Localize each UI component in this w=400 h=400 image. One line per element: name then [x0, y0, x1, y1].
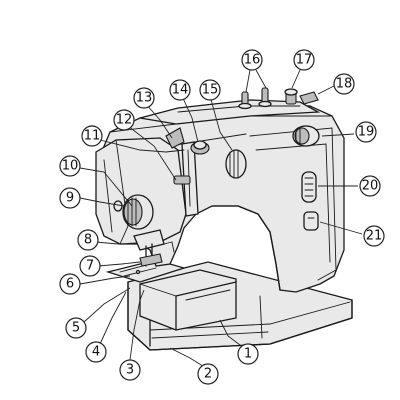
- callout-9: 9: [59, 187, 81, 209]
- callout-14: 14: [169, 79, 191, 101]
- callout-7: 7: [79, 255, 101, 277]
- callout-14-label: 14: [172, 83, 189, 98]
- thread-take-up: [165, 141, 199, 217]
- callout-5: 5: [65, 317, 87, 339]
- face-plate: [95, 137, 187, 245]
- top-tension-knob: [190, 140, 210, 155]
- callout-3-label: 3: [126, 363, 134, 378]
- callout-2: 2: [197, 363, 219, 385]
- callout-21: 21: [363, 225, 385, 247]
- callout-20: 20: [359, 175, 381, 197]
- callout-18: 18: [333, 73, 355, 95]
- needle-assembly: [133, 229, 175, 267]
- callout-16-label: 16: [244, 53, 261, 68]
- callout-11-label: 11: [84, 129, 101, 144]
- callout-6: 6: [59, 273, 81, 295]
- reverse-lever: [303, 211, 319, 231]
- callout-5-label: 5: [72, 321, 80, 336]
- callout-1: 1: [237, 343, 259, 365]
- callout-10-label: 10: [62, 159, 79, 174]
- callout-6-label: 6: [66, 277, 74, 292]
- hand-wheel: [292, 125, 320, 147]
- callout-11: 11: [81, 125, 103, 147]
- callout-17: 17: [293, 49, 315, 71]
- stitch-selector-dial: [225, 149, 247, 179]
- leader-lines: [79, 69, 363, 369]
- callout-2-label: 2: [204, 367, 212, 382]
- callout-9-label: 9: [66, 191, 74, 206]
- callout-3: 3: [119, 359, 141, 381]
- bobbin-winder: [284, 88, 319, 105]
- callout-20-label: 20: [362, 179, 379, 194]
- callout-15: 15: [199, 79, 221, 101]
- callout-10: 10: [59, 155, 81, 177]
- callout-15-label: 15: [202, 83, 219, 98]
- callout-8-label: 8: [84, 233, 92, 248]
- callout-16: 16: [241, 49, 263, 71]
- callout-13: 13: [133, 87, 155, 109]
- callout-13-label: 13: [136, 91, 153, 106]
- callout-7-label: 7: [86, 259, 94, 274]
- callout-18-label: 18: [336, 77, 353, 92]
- callout-8: 8: [77, 229, 99, 251]
- upper-thread-guide: [165, 127, 185, 149]
- callout-19: 19: [355, 121, 377, 143]
- callout-4: 4: [85, 341, 107, 363]
- callout-12-label: 12: [116, 113, 133, 128]
- spool-pins: [238, 87, 272, 110]
- callout-12: 12: [113, 109, 135, 131]
- stitch-length-dial: [301, 171, 317, 203]
- callout-1-label: 1: [244, 347, 252, 362]
- callout-21-label: 21: [366, 229, 383, 244]
- callout-4-label: 4: [92, 345, 100, 360]
- callout-19-label: 19: [358, 125, 375, 140]
- extension-table: [139, 269, 237, 331]
- callout-17-label: 17: [296, 53, 313, 68]
